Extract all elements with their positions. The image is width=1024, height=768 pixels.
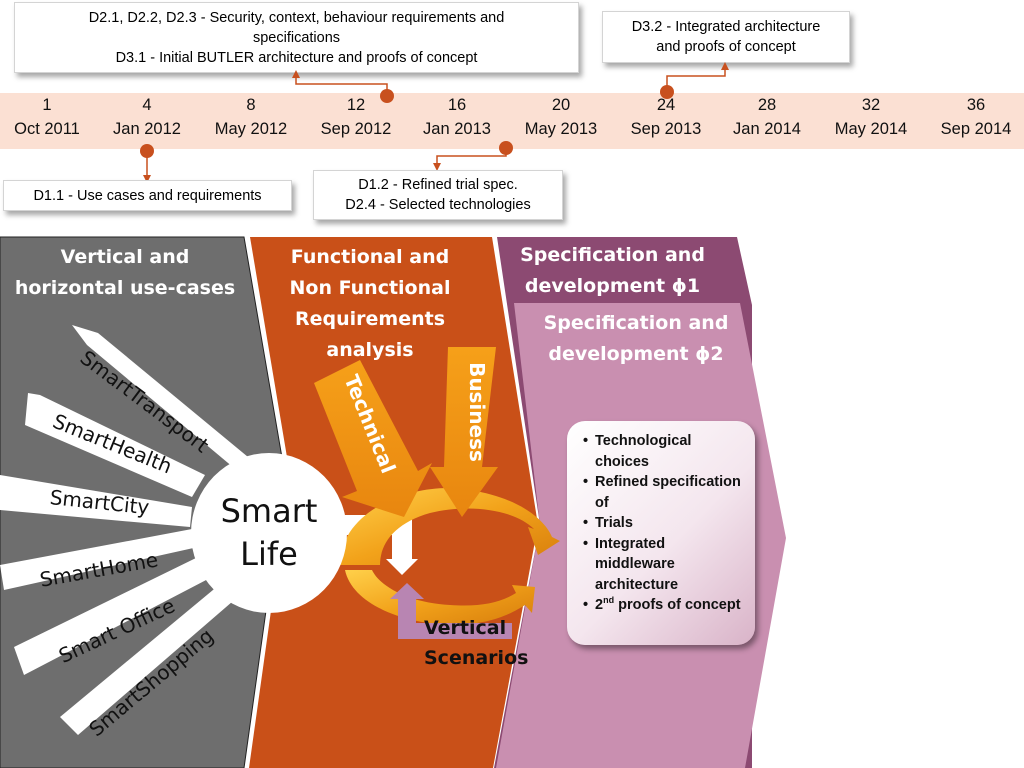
callout-d3-1-line: D3.1 - Initial BUTLER architecture and p… (115, 49, 478, 66)
spec-phase1-title-line2: development ϕ1 (524, 275, 701, 297)
timeline-month: 28 (757, 96, 777, 114)
arrowhead-d2-d3-1 (292, 70, 300, 78)
vertical-scenarios-line2: Scenarios (424, 647, 529, 669)
arrowhead-d3-2 (721, 62, 729, 70)
requirements-title-line2: Non Functional (289, 277, 451, 299)
timeline-date: Jan 2012 (113, 120, 181, 138)
milestone-marker-d1-1 (140, 144, 154, 158)
smart-life-circle: Smart Life (191, 453, 347, 613)
technical-arrow (314, 360, 432, 517)
spec-phase2-title-line2: development ϕ2 (548, 343, 724, 365)
vertical-scenarios-line1: Vertical (424, 617, 507, 639)
timeline-cell: 1 Oct 2011 (0, 93, 97, 141)
outcome-item: Integrated middleware architecture (583, 534, 745, 596)
timeline-date: May 2014 (834, 120, 908, 138)
outcome-item-pre: 2 (595, 597, 604, 613)
callout-d1-2-line: D1.2 - Refined trial spec. (358, 177, 518, 193)
usecases-title-line1: Vertical and (60, 246, 190, 268)
timeline-month: 32 (861, 96, 881, 114)
phase2-outcomes-list: Technological choices Refined specificat… (583, 431, 745, 616)
timeline-cell: 4 Jan 2012 (97, 93, 197, 141)
timeline-month: 20 (551, 96, 571, 114)
timeline-date: Jan 2014 (733, 120, 801, 138)
outcome-item-sup: nd (603, 595, 615, 606)
callout-d3-2-line1: D3.2 - Integrated architecture (631, 19, 821, 35)
arrowhead-d1-1 (143, 175, 151, 183)
milestone-marker-d3-2 (660, 85, 674, 99)
timeline-month: 1 (42, 96, 52, 114)
spec-phase2-title: Specification and development ϕ2 (527, 308, 745, 370)
timeline-cell: 20 May 2013 (511, 93, 611, 141)
requirements-title-line1: Functional and (290, 246, 450, 268)
requirements-title-line4: analysis (326, 339, 414, 361)
timeline-cell: 16 Jan 2013 (407, 93, 507, 141)
milestone-markers (140, 85, 674, 158)
callout-d1-2-d2-4: D1.2 - Refined trial spec. D2.4 - Select… (313, 170, 563, 220)
callout-d1-1-line: D1.1 - Use cases and requirements (33, 187, 262, 204)
timeline-date: May 2012 (214, 120, 288, 138)
timeline-cell: 36 Sep 2014 (926, 93, 1024, 141)
process-cycle-ring-bottom (345, 570, 535, 625)
smart-life-line2: Life (240, 535, 298, 573)
spoke-smarthome-shape (0, 529, 198, 590)
vertical-scenarios-arrow (398, 597, 512, 639)
callout-d1-1: D1.1 - Use cases and requirements (3, 180, 292, 211)
spoke-smarttransport-shape (72, 325, 248, 473)
callout-d2-line2: specifications (252, 29, 341, 46)
spec-phase2-title-line1: Specification and (543, 312, 729, 334)
timeline-date: Sep 2014 (940, 120, 1012, 138)
arrowhead-d1-2 (433, 163, 441, 171)
business-label: Business (464, 362, 489, 462)
spoke-smartshopping-shape (60, 580, 240, 735)
vertical-scenarios-label: Vertical Scenarios (424, 613, 528, 673)
timeline-date: Sep 2013 (630, 120, 702, 138)
timeline-month: 8 (246, 96, 256, 114)
requirements-title: Functional and Non Functional Requiremen… (265, 242, 475, 366)
outcome-item: Technological choices (583, 431, 745, 472)
timeline-cell: 32 May 2014 (821, 93, 921, 141)
timeline-month: 4 (142, 96, 152, 114)
timeline-month: 16 (447, 96, 467, 114)
timeline-month: 36 (966, 96, 986, 114)
requirements-title-line3: Requirements (294, 308, 445, 330)
outcome-item-post: proofs of concept (614, 597, 741, 613)
callout-d2-d3-1: D2.1, D2.2, D2.3 - Security, context, be… (14, 2, 579, 73)
callout-d3-2: D3.2 - Integrated architecture and proof… (602, 11, 850, 63)
vertical-scenarios-arrowhead (390, 583, 424, 599)
timeline-date: Sep 2012 (320, 120, 392, 138)
connector-d3-2 (666, 67, 726, 92)
timeline-date: May 2013 (524, 120, 598, 138)
outcome-item: Refined specification of (583, 472, 745, 513)
timeline-cell: 12 Sep 2012 (306, 93, 406, 141)
outcome-item: 2nd proofs of concept (583, 595, 745, 616)
business-arrow (430, 347, 498, 517)
usecases-title: Vertical and horizontal use-cases (5, 242, 245, 304)
spec-phase1-title-line1: Specification and (520, 244, 705, 266)
spoke-smartoffice-shape (14, 557, 210, 675)
timeline-cell: 8 May 2012 (201, 93, 301, 141)
outcome-item: Trials (583, 513, 745, 534)
usecases-title-line2: horizontal use-cases (14, 277, 236, 299)
timeline-cell: 24 Sep 2013 (616, 93, 716, 141)
phase2-outcomes-box: Technological choices Refined specificat… (567, 421, 755, 645)
spokes-group (0, 325, 248, 735)
timeline-month: 24 (656, 96, 676, 114)
spoke-smartcity-shape (0, 475, 192, 527)
timeline-band: 1 Oct 2011 4 Jan 2012 8 May 2012 12 Sep … (0, 93, 1024, 149)
spec-phase1-title: Specification and development ϕ1 (505, 240, 720, 302)
callout-d3-2-line2: and proofs of concept (656, 39, 796, 55)
spoke-smarthealth-shape (25, 393, 205, 497)
timeline-cell: 28 Jan 2014 (717, 93, 817, 141)
timeline-month: 12 (346, 96, 366, 114)
smart-life-line1: Smart (220, 492, 318, 530)
milestone-marker-d2-d3-1 (380, 89, 394, 103)
timeline-date: Jan 2013 (423, 120, 491, 138)
timeline-date: Oct 2011 (14, 120, 80, 138)
callout-d2-line1: D2.1, D2.2, D2.3 - Security, context, be… (88, 9, 505, 26)
callout-d2-4-line: D2.4 - Selected technologies (345, 197, 531, 213)
milestone-marker-d1-2 (499, 141, 513, 155)
